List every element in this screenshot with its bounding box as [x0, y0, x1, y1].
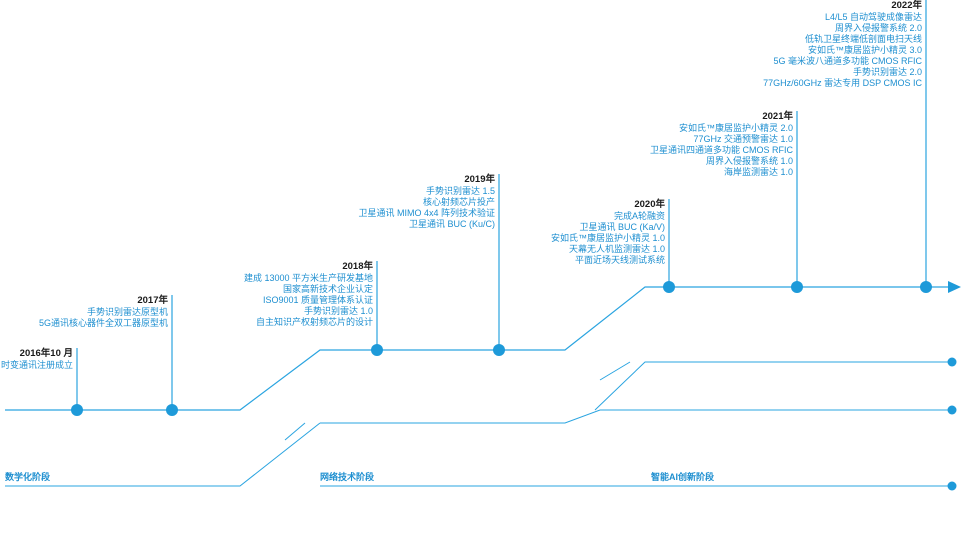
- milestone-event: 5G 毫米波八通道多功能 CMOS RFIC: [773, 56, 922, 66]
- milestone-event: 低轨卫星终端低剖面电扫天线: [804, 34, 922, 44]
- milestone-event: 安如氏™康居监护小精灵 1.0: [550, 233, 665, 243]
- milestone-year: 2021年: [762, 111, 793, 122]
- milestone-event: 自主知识产权射频芯片的设计: [255, 317, 373, 327]
- milestone-event: 完成A轮融资: [613, 211, 665, 221]
- milestone-year: 2022年: [891, 0, 922, 11]
- milestone-event: 天幕无人机监测雷达 1.0: [568, 244, 665, 254]
- milestone-dot: [371, 344, 383, 356]
- layer-tick: [599, 361, 631, 381]
- milestone-year: 2016年10 月: [19, 348, 73, 359]
- milestone-year: 2019年: [464, 174, 495, 185]
- milestone-event: 卫星通讯四通道多功能 CMOS RFIC: [650, 145, 793, 155]
- stage-label: 网络技术阶段: [320, 472, 375, 482]
- milestone-event: 5G通讯核心器件全双工器原型机: [38, 318, 168, 328]
- milestone-year: 2020年: [634, 199, 665, 210]
- milestone-event: 安如氏™康居监护小精灵 3.0: [807, 45, 922, 55]
- milestone-dot: [920, 281, 932, 293]
- milestone-event: 安如氏™康居监护小精灵 2.0: [678, 123, 793, 133]
- layer-line: [5, 422, 321, 487]
- milestone-event: 卫星通讯 MIMO 4x4 阵列技术验证: [358, 208, 495, 218]
- layer-tick: [284, 422, 306, 441]
- milestone-event: 平面近场天线测试系统: [574, 255, 665, 265]
- milestone-label: 2016年10 月时变通讯注册成立: [1, 348, 73, 371]
- layer-line: [594, 361, 952, 411]
- milestone-event: 手势识别雷达 1.5: [425, 186, 495, 196]
- milestone-event: 核心射频芯片投产: [422, 197, 495, 207]
- layer-line: [320, 409, 952, 424]
- milestone-dot: [166, 404, 178, 416]
- milestone-year: 2017年: [137, 295, 168, 306]
- milestone-dot: [663, 281, 675, 293]
- milestone-dot: [493, 344, 505, 356]
- milestone-event: 周界入侵报警系统 1.0: [705, 156, 793, 166]
- stage-label: 数学化阶段: [5, 472, 51, 482]
- milestone-event: L4/L5 自动驾驶成像雷达: [824, 12, 922, 22]
- end-dot: [947, 405, 957, 415]
- milestone-year: 2018年: [342, 261, 373, 272]
- arrow-head-icon: [948, 281, 961, 293]
- milestone-event: 时变通讯注册成立: [0, 360, 73, 370]
- milestone-dot: [791, 281, 803, 293]
- main-timeline: [5, 286, 948, 411]
- milestone-event: 77GHz/60GHz 雷达专用 DSP CMOS IC: [763, 78, 922, 88]
- end-dot: [947, 357, 957, 367]
- milestone-event: 国家高新技术企业认定: [282, 284, 373, 294]
- milestone-event: 周界入侵报警系统 2.0: [834, 23, 922, 33]
- milestone-label: 2020年完成A轮融资卫星通讯 BUC (Ka/V)安如氏™康居监护小精灵 1.…: [551, 199, 665, 266]
- milestone-dot: [71, 404, 83, 416]
- milestone-event: 手势识别雷达 1.0: [303, 306, 373, 316]
- milestone-event: ISO9001 质量管理体系认证: [262, 295, 373, 305]
- milestone-event: 卫星通讯 BUC (Ku/C): [408, 219, 495, 229]
- milestone-event: 手势识别雷达原型机: [86, 307, 168, 317]
- milestone-event: 海岸监测雷达 1.0: [723, 167, 793, 177]
- milestone-event: 77GHz 交通预警雷达 1.0: [693, 134, 793, 144]
- stage-label: 智能AI创新阶段: [651, 472, 715, 482]
- end-dot: [947, 481, 957, 491]
- milestone-event: 建成 13000 平方米生产研发基地: [243, 273, 373, 283]
- milestone-event: 卫星通讯 BUC (Ka/V): [579, 222, 665, 232]
- milestone-event: 手势识别雷达 2.0: [852, 67, 922, 77]
